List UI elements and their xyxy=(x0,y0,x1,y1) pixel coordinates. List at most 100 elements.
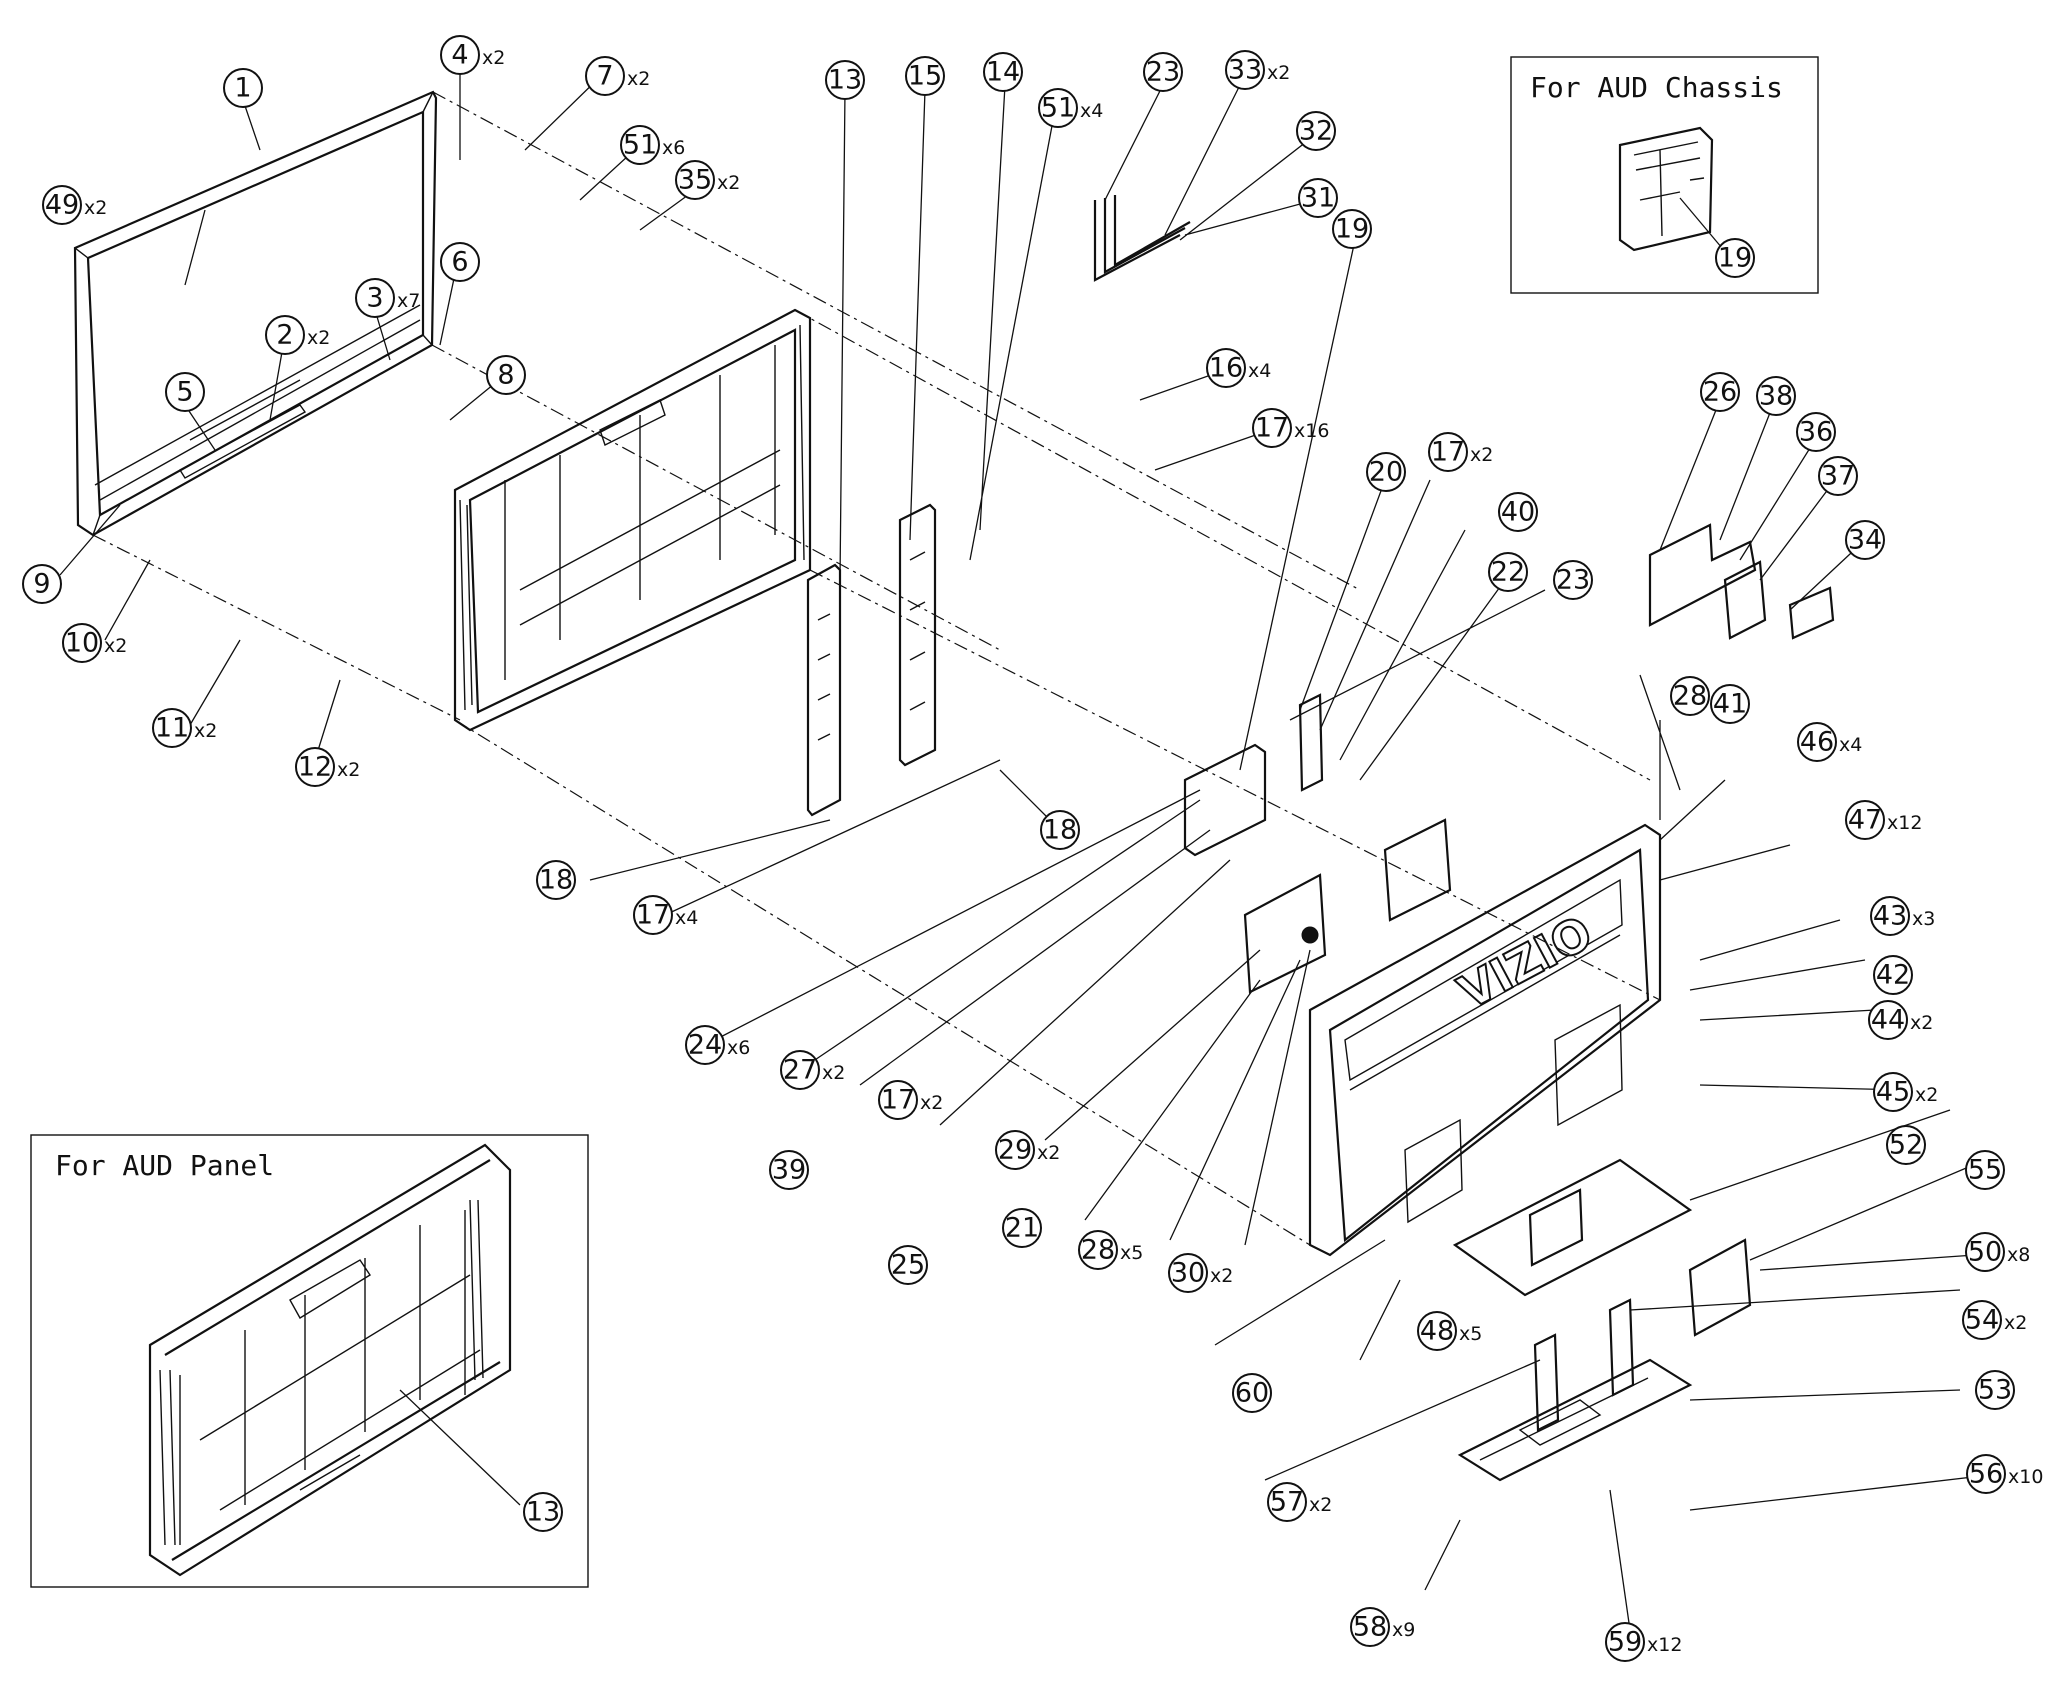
callout-circle xyxy=(1845,520,1885,560)
callout-number: 2 xyxy=(276,320,293,351)
callout-number: 55 xyxy=(1968,1155,2002,1186)
callout-number: 35 xyxy=(678,165,712,196)
callout-number: 42 xyxy=(1876,960,1910,991)
callout-quantity: x2 xyxy=(1267,62,1290,84)
callout-circle xyxy=(1296,111,1336,151)
callout-circle xyxy=(1498,492,1538,532)
callout-number: 11 xyxy=(155,713,189,744)
callout-quantity: x5 xyxy=(1459,1323,1482,1345)
callout-number: 24 xyxy=(688,1030,722,1061)
side-boards xyxy=(1648,523,1835,640)
callout-9: 9 xyxy=(22,564,62,604)
callout-circle xyxy=(620,125,660,165)
callout-number: 31 xyxy=(1301,183,1335,214)
callout-circle xyxy=(295,747,335,787)
callout-quantity: x2 xyxy=(1210,1265,1233,1287)
callout-number: 17 xyxy=(1431,437,1465,468)
callout-39: 39 xyxy=(769,1150,809,1190)
callout-circle xyxy=(1873,955,1913,995)
callout-circle xyxy=(1966,1454,2006,1494)
vertical-brackets xyxy=(806,503,937,817)
callout-quantity: x16 xyxy=(1294,420,1329,442)
callout-circle xyxy=(355,278,395,318)
callout-22: 22 xyxy=(1488,552,1528,592)
callout-13: 13 xyxy=(825,60,865,100)
callout-circle xyxy=(585,56,625,96)
callout-40: 40 xyxy=(1498,492,1538,532)
callout-quantity: x8 xyxy=(2007,1244,2030,1266)
callout-quantity: x6 xyxy=(727,1037,750,1059)
front-bezel xyxy=(73,90,438,537)
callout-circle xyxy=(1670,676,1710,716)
callout-number: 10 xyxy=(65,628,99,659)
callout-number: 44 xyxy=(1871,1005,1905,1036)
callout-circle xyxy=(440,35,480,75)
callout-42: 42 xyxy=(1873,955,1913,995)
callout-number: 8 xyxy=(497,360,514,391)
callout-quantity: x4 xyxy=(1248,360,1271,382)
callout-number: 5 xyxy=(176,377,193,408)
callout-37: 37 xyxy=(1818,456,1858,496)
callout-circle xyxy=(1886,1125,1926,1165)
callout-55: 55 xyxy=(1965,1150,2005,1190)
callout-circle xyxy=(1417,1311,1457,1351)
callout-number: 41 xyxy=(1713,689,1747,720)
aud-panel-title: For AUD Panel xyxy=(55,1149,274,1182)
callout-circle xyxy=(995,1130,1035,1170)
callout-number: 53 xyxy=(1978,1375,2012,1406)
callout-quantity: x10 xyxy=(2008,1466,2043,1488)
callout-circle xyxy=(1298,178,1338,218)
callout-number: 26 xyxy=(1703,377,1737,408)
callout-circle xyxy=(1078,1230,1118,1270)
callout-circle xyxy=(675,160,715,200)
aud-panel-inset: For AUD Panel 13 xyxy=(30,1134,589,1588)
callout-circle xyxy=(1756,376,1796,416)
callout-number: 45 xyxy=(1876,1077,1910,1108)
callout-number: 17 xyxy=(881,1085,915,1116)
brand-logo: VIZIO xyxy=(1450,905,1601,1019)
callout-number: 18 xyxy=(539,865,573,896)
callout-number: 51 xyxy=(623,130,657,161)
callout-circle xyxy=(223,68,263,108)
callout-number: 18 xyxy=(1043,815,1077,846)
callout-number: 21 xyxy=(1005,1213,1039,1244)
callout-number: 19 xyxy=(1335,214,1369,245)
callout-quantity: x2 xyxy=(104,635,127,657)
callout-quantity: x4 xyxy=(675,907,698,929)
callout-14: 14 xyxy=(983,52,1023,92)
callout-number: 23 xyxy=(1556,565,1590,596)
callout-number: 20 xyxy=(1369,457,1403,488)
callout-34: 34 xyxy=(1845,520,1885,560)
callout-number: 57 xyxy=(1270,1487,1304,1518)
callout-quantity: x2 xyxy=(1037,1142,1060,1164)
callout-number: 54 xyxy=(1965,1305,1999,1336)
callout-circle xyxy=(1710,684,1750,724)
callout-number: 56 xyxy=(1969,1459,2003,1490)
callout-quantity: x4 xyxy=(1839,734,1862,756)
callout-circle xyxy=(1488,552,1528,592)
callout-circle xyxy=(878,1080,918,1120)
callout-number: 4 xyxy=(451,40,468,71)
callout-circle xyxy=(1965,1232,2005,1272)
callout-number: 28 xyxy=(1673,681,1707,712)
callout-number: 50 xyxy=(1968,1237,2002,1268)
callout-circle xyxy=(905,56,945,96)
callout-36: 36 xyxy=(1796,412,1836,452)
